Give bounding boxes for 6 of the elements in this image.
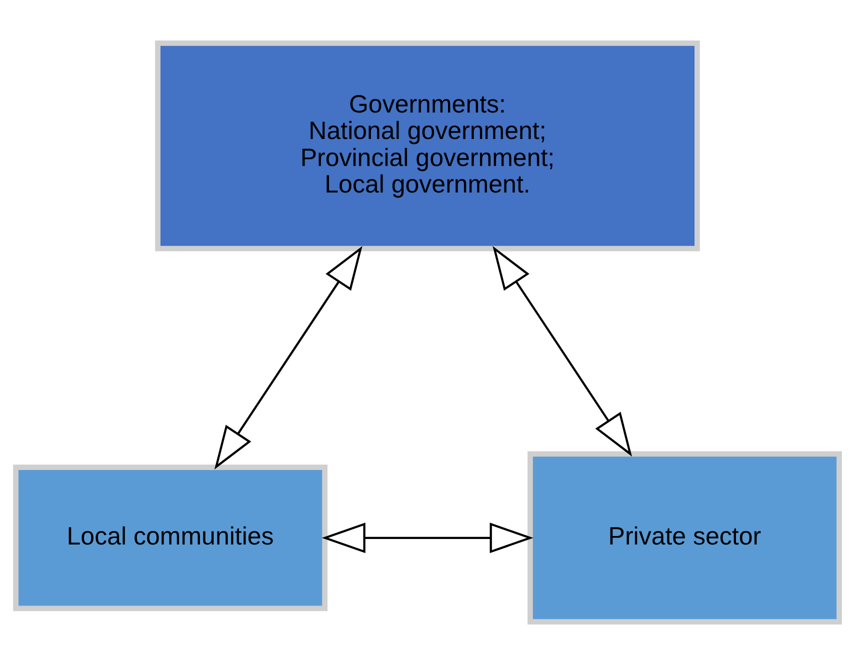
node-box: Local communities <box>13 464 328 611</box>
node-box: Governments: National government; Provincial government; Local government. <box>155 40 700 251</box>
node-box: Private sector <box>528 450 842 624</box>
arrow <box>322 522 534 553</box>
arrow <box>492 245 632 456</box>
arrow <box>214 245 362 469</box>
